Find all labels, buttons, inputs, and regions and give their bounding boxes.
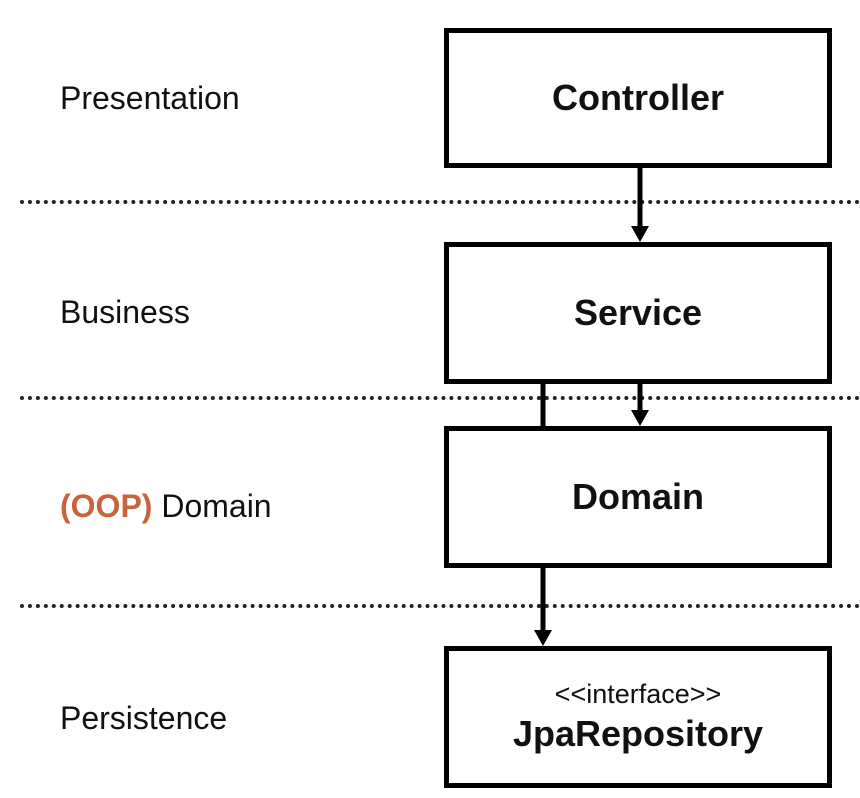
layer-divider-2 xyxy=(20,396,860,400)
controller-title: Controller xyxy=(551,77,724,119)
layer-label-domain: (OOP) Domain xyxy=(60,490,272,522)
arrowhead-repository xyxy=(534,630,552,646)
interface-stereotype: <<interface>> xyxy=(554,679,722,710)
domain-title: Domain xyxy=(571,476,704,518)
repository-box: <<interface>> JpaRepository xyxy=(444,646,832,788)
oop-tag: (OOP) xyxy=(60,488,153,524)
layer-label-presentation: Presentation xyxy=(60,80,240,116)
arrowhead-service xyxy=(631,226,649,242)
layer-label-business: Business xyxy=(60,294,190,330)
service-box: Service xyxy=(444,242,832,384)
repository-title: JpaRepository xyxy=(512,713,764,755)
layer-label-persistence: Persistence xyxy=(60,700,228,736)
service-title: Service xyxy=(573,292,703,334)
layer-divider-1 xyxy=(20,200,860,204)
domain-box: Domain xyxy=(444,426,832,568)
domain-label-text: Domain xyxy=(161,488,272,524)
layer-divider-3 xyxy=(20,604,860,608)
arrowhead-domain xyxy=(631,410,649,426)
controller-box: Controller xyxy=(444,28,832,168)
